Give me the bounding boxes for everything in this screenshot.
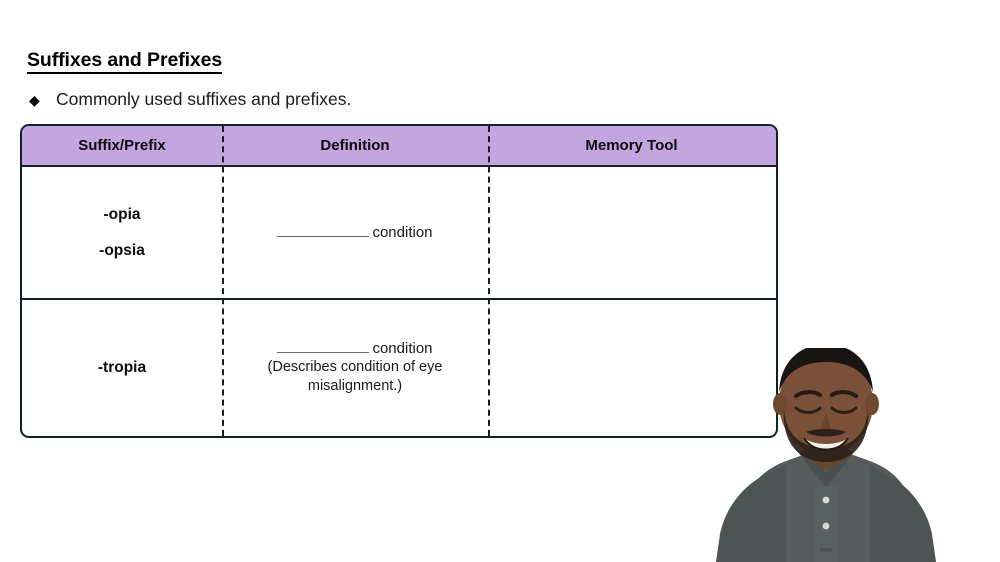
cell-memory-tool bbox=[488, 167, 775, 298]
suffix-prefix-table: Suffix/Prefix Definition Memory Tool -op… bbox=[20, 124, 778, 438]
term-label: -opia bbox=[103, 205, 141, 223]
diamond-bullet-icon: ◆ bbox=[29, 92, 40, 108]
cell-memory-tool bbox=[488, 300, 775, 435]
column-divider-2 bbox=[488, 126, 490, 436]
cell-suffix-prefix: -tropia bbox=[22, 300, 222, 435]
presenter-shirt bbox=[744, 451, 912, 562]
cell-definition: condition (Describes condition of eye mi… bbox=[222, 300, 488, 435]
table-header-row: Suffix/Prefix Definition Memory Tool bbox=[22, 126, 776, 167]
table-row: -opia -opsia condition bbox=[22, 167, 776, 298]
term-label: -tropia bbox=[97, 358, 147, 376]
column-header-definition: Definition bbox=[320, 137, 390, 154]
presenter-beard bbox=[783, 410, 869, 462]
term-label: -opsia bbox=[99, 242, 145, 259]
fill-in-blank bbox=[277, 223, 370, 237]
cell-suffix-prefix: -opia -opsia bbox=[22, 167, 222, 298]
column-header-suffix-prefix: Suffix/Prefix bbox=[78, 137, 166, 154]
cell-definition: condition bbox=[222, 167, 488, 298]
definition-note: (Describes condition of eye misalignment… bbox=[267, 359, 443, 395]
table-row: -tropia condition (Describes condition o… bbox=[22, 300, 776, 435]
column-divider-1 bbox=[222, 126, 224, 436]
presenter-hair bbox=[779, 348, 873, 392]
column-header-memory-tool: Memory Tool bbox=[585, 137, 678, 154]
fill-in-blank bbox=[277, 339, 370, 354]
definition-word: condition bbox=[372, 223, 433, 241]
bullet-point-row: ◆ Commonly used suffixes and prefixes. bbox=[29, 89, 352, 109]
definition-line: condition bbox=[277, 339, 433, 358]
page-title: Suffixes and Prefixes bbox=[27, 50, 222, 75]
presenter-face bbox=[779, 351, 873, 455]
definition-word: condition bbox=[372, 340, 433, 358]
definition-line: condition bbox=[277, 223, 433, 242]
row-divider bbox=[22, 298, 776, 300]
bullet-point-text: Commonly used suffixes and prefixes. bbox=[56, 89, 352, 109]
